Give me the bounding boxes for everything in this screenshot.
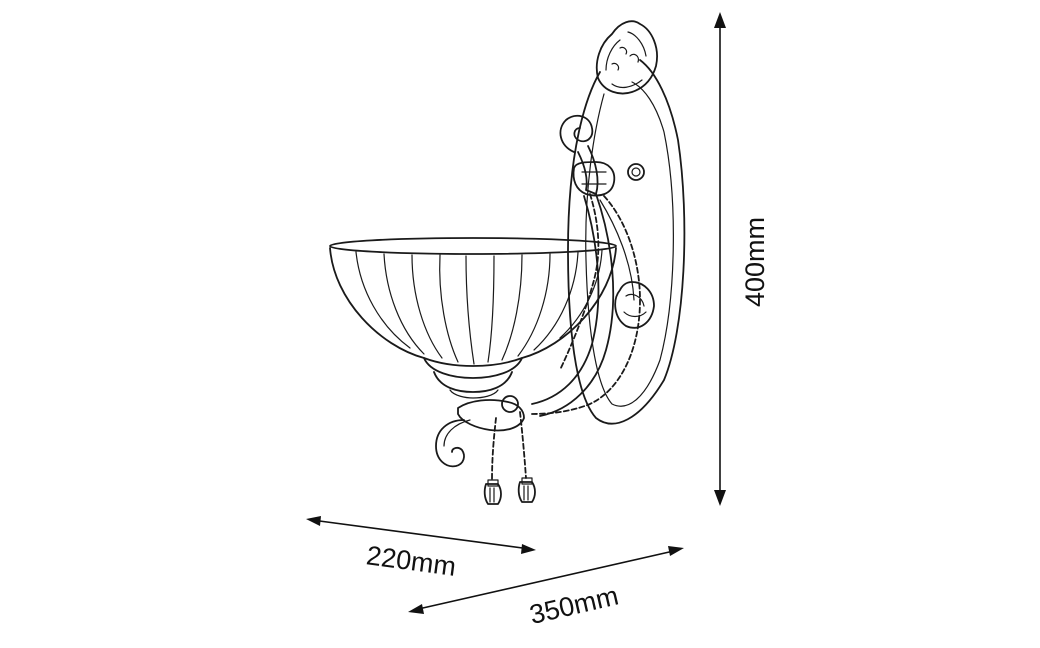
wall-back-plate bbox=[567, 20, 686, 425]
width-label: 350mm bbox=[527, 580, 621, 629]
tassel-left bbox=[483, 479, 502, 505]
lamp-arm bbox=[531, 114, 616, 417]
depth-label: 220mm bbox=[365, 540, 458, 581]
height-dimension: 400mm bbox=[714, 12, 770, 506]
bowl-holder bbox=[435, 395, 525, 468]
height-label: 400mm bbox=[740, 217, 770, 307]
depth-dimension: 220mm bbox=[306, 516, 536, 582]
rope-twists bbox=[491, 193, 641, 481]
tassel-right bbox=[517, 477, 536, 503]
wall-lamp-illustration bbox=[329, 20, 686, 505]
glass-bowl-shade bbox=[329, 237, 617, 399]
